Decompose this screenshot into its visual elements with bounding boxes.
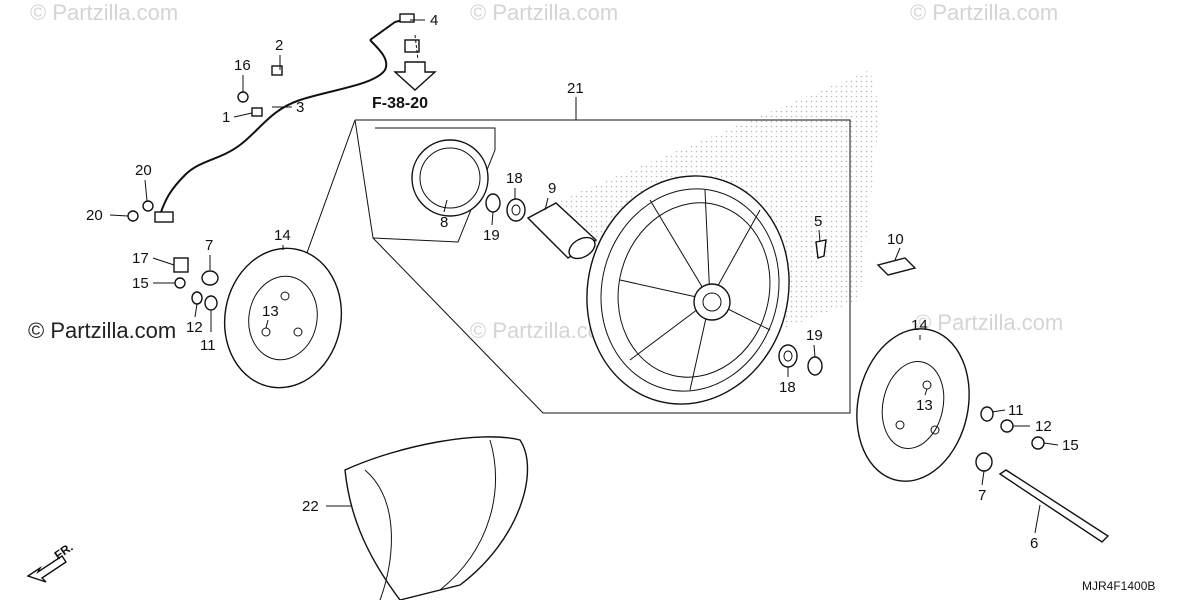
callout-7-right: 7 xyxy=(978,487,986,504)
oring-11-left xyxy=(204,295,218,311)
balance-weight-10 xyxy=(876,257,917,276)
valve-5 xyxy=(815,239,827,259)
callout-12-right: 12 xyxy=(1035,418,1052,435)
bolt-20b xyxy=(127,210,139,222)
callout-14-left: 14 xyxy=(274,227,291,244)
callout-18-lower: 18 xyxy=(779,379,796,396)
watermark-mid-right: © Partzilla.com xyxy=(915,310,1063,335)
watermark-top-right: © Partzilla.com xyxy=(910,0,1058,25)
callout-13-right: 13 xyxy=(916,397,933,414)
watermark-top-left: © Partzilla.com xyxy=(30,0,178,25)
sensor-frame xyxy=(372,127,496,243)
callout-8: 8 xyxy=(440,214,448,231)
pulser-ring-inner xyxy=(419,147,481,209)
collar-7-right xyxy=(975,452,993,472)
callout-14-right: 14 xyxy=(911,317,928,334)
callout-6: 6 xyxy=(1030,535,1038,552)
callout-22: 22 xyxy=(302,498,319,515)
seal-19-lower xyxy=(807,356,823,376)
callout-13-left: 13 xyxy=(262,303,279,320)
diagram-code: MJR4F1400B xyxy=(1082,579,1155,593)
oring-11-right xyxy=(980,406,994,422)
bolt-20a xyxy=(142,200,154,212)
callout-2: 2 xyxy=(275,37,283,54)
bearing-18-upper xyxy=(506,198,526,222)
clamp-4 xyxy=(404,39,420,53)
callout-3: 3 xyxy=(296,99,304,116)
abs-sensor-cable xyxy=(159,39,388,216)
bolt-15-right xyxy=(1031,436,1045,450)
callout-4: 4 xyxy=(430,12,438,29)
cable-clip xyxy=(271,65,283,76)
callout-10: 10 xyxy=(887,231,904,248)
callout-20-upper: 20 xyxy=(135,162,152,179)
abs-sensor-head xyxy=(154,211,174,223)
nut-12-right xyxy=(1000,419,1014,433)
callout-12-left: 12 xyxy=(186,319,203,336)
brake-disc-right xyxy=(856,328,970,482)
pulser-ring xyxy=(411,139,489,217)
callout-15-right: 15 xyxy=(1062,437,1079,454)
callout-9: 9 xyxy=(548,180,556,197)
leader-lines xyxy=(109,19,1059,534)
callout-5: 5 xyxy=(814,213,822,230)
cable-connector xyxy=(399,13,415,23)
front-label: FR. xyxy=(52,540,76,563)
reference-arrow xyxy=(393,61,437,91)
tire-22 xyxy=(344,436,529,600)
callout-19-lower: 19 xyxy=(806,327,823,344)
callout-18-upper: 18 xyxy=(506,170,523,187)
callout-16: 16 xyxy=(234,57,251,74)
callout-11-right: 11 xyxy=(1008,402,1024,419)
bolt-15-left xyxy=(174,277,186,289)
rear-wheel-rim xyxy=(586,175,790,405)
front-direction-arrow xyxy=(26,555,67,583)
callout-11-left: 11 xyxy=(200,337,216,354)
callout-7-left: 7 xyxy=(205,237,213,254)
reference-label: F-38-20 xyxy=(372,95,428,112)
collar-7-left xyxy=(201,270,219,286)
watermark-top-center: © Partzilla.com xyxy=(470,0,618,25)
callout-15-left: 15 xyxy=(132,275,149,292)
nut-12-left xyxy=(191,291,203,305)
brake-disc-left xyxy=(223,247,343,389)
bearing-18-lower xyxy=(778,344,798,368)
cable-bracket xyxy=(251,107,263,117)
wheel-hub xyxy=(693,283,731,321)
callout-17: 17 xyxy=(132,250,149,267)
callout-19-upper: 19 xyxy=(483,227,500,244)
watermark-mid-left: © Partzilla.com xyxy=(28,318,176,343)
callout-1: 1 xyxy=(222,109,230,126)
axle-6 xyxy=(998,469,1110,543)
callout-20-lower: 20 xyxy=(86,207,103,224)
bolt-16 xyxy=(237,91,249,103)
callouts: 1 2 3 4 5 6 7 7 8 9 10 11 11 12 12 13 13… xyxy=(86,12,1079,552)
reference-dash xyxy=(414,34,419,61)
assembly-frame xyxy=(354,119,851,414)
callout-21: 21 xyxy=(567,80,584,97)
seal-19-upper xyxy=(485,193,501,213)
bolt-17 xyxy=(173,257,189,273)
